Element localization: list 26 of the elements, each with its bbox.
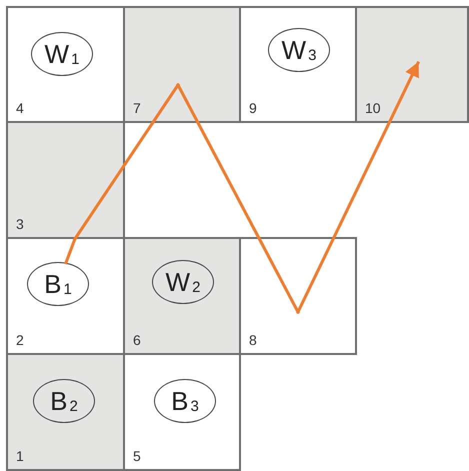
grid-cell [123,6,241,123]
cell-number: 5 [133,449,141,463]
grid-cell [6,121,125,239]
arrow [296,62,420,314]
piece-ellipse [152,260,214,304]
cell-number: 4 [16,101,24,115]
cell-number: 2 [16,333,24,347]
grid-cell [6,353,125,471]
cell-number: 8 [249,333,257,347]
cell-number: 7 [133,101,141,115]
grid-cell [355,6,469,123]
cell-number: 9 [249,101,257,115]
piece-ellipse [31,32,93,76]
cell-number: 3 [16,217,24,231]
grid-cell [239,237,357,355]
grid-cell [123,353,241,471]
grid-cell [239,6,357,123]
grid-cell [6,6,125,123]
piece-ellipse [33,379,95,423]
piece-ellipse [27,262,89,306]
cell-number: 6 [133,333,141,347]
piece-ellipse [154,379,216,423]
piece-ellipse [268,28,330,72]
cell-number: 10 [365,101,381,115]
cell-number: 1 [16,449,24,463]
grid-cell [123,237,241,355]
